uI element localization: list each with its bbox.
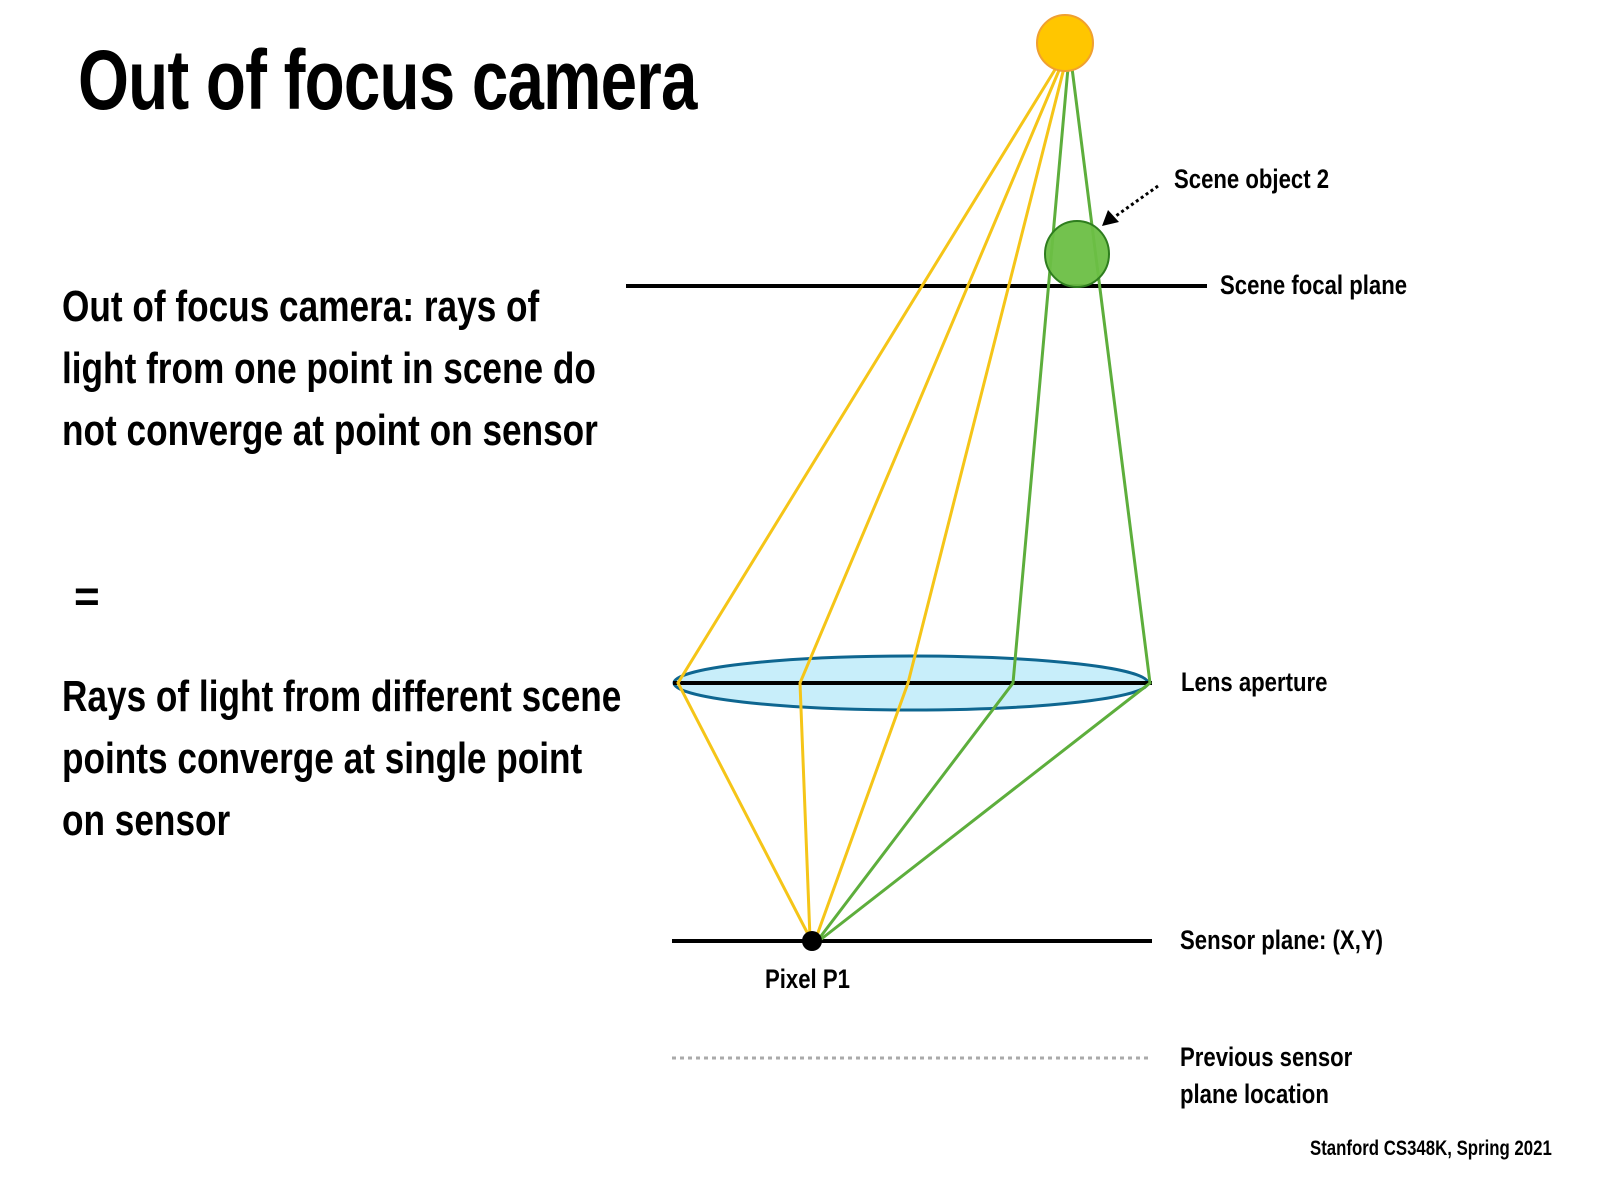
sun-point-light [1036, 14, 1094, 72]
body-paragraph-1: Out of focus camera: rays of light from … [62, 282, 598, 455]
green-ray-2 [819, 67, 1152, 942]
scene-object-arrow [1112, 184, 1159, 220]
equals-sign: = [74, 572, 100, 621]
label-scene-focal-plane: Scene focal plane [1220, 270, 1408, 300]
yellow-ray-3 [814, 67, 1066, 939]
yellow-ray-2 [798, 67, 1062, 939]
label-previous-sensor-1: Previous sensor [1180, 1042, 1353, 1072]
scene-object-2-circle [1044, 220, 1110, 288]
arrow-head-icon [1102, 210, 1119, 226]
body-paragraph-2: Rays of light from different scene point… [62, 672, 622, 845]
yellow-ray-1 [676, 67, 1058, 939]
label-lens-aperture: Lens aperture [1181, 667, 1328, 697]
label-sensor-plane: Sensor plane: (X,Y) [1180, 925, 1384, 955]
label-previous-sensor-2: plane location [1180, 1079, 1329, 1109]
label-scene-object-2: Scene object 2 [1174, 164, 1330, 194]
slide-title: Out of focus camera [78, 33, 697, 127]
pixel-p1-dot [802, 931, 822, 951]
label-pixel-p1: Pixel P1 [765, 964, 850, 994]
footer-credit: Stanford CS348K, Spring 2021 [1310, 1137, 1552, 1160]
